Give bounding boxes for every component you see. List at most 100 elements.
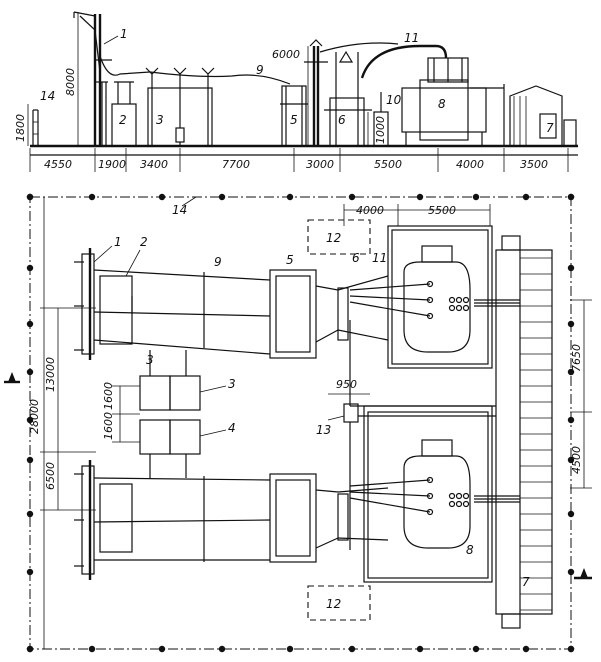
elev-label-5: 5 xyxy=(290,113,298,127)
elev-label-6: 6 xyxy=(338,113,346,127)
fence-post xyxy=(472,645,480,653)
plan-transformer-connections xyxy=(349,280,520,516)
elev-label-1: 1 xyxy=(120,27,128,41)
fence-post xyxy=(158,193,166,201)
elev-label-14: 14 xyxy=(40,89,55,103)
elev-dim-5500: 5500 xyxy=(374,158,402,171)
plan-label-5: 5 xyxy=(286,253,294,267)
elev-dim-3400: 3400 xyxy=(140,158,168,171)
fence-post xyxy=(567,645,575,653)
plan-label-7: 7 xyxy=(522,575,530,589)
plan-label-1: 1 xyxy=(114,235,122,249)
bushing xyxy=(462,500,470,508)
elev-label-10: 10 xyxy=(386,93,402,107)
fence-post xyxy=(26,320,34,328)
plan-label-9: 9 xyxy=(214,255,222,269)
plan-dim-4500: 4500 xyxy=(570,446,583,474)
bushing xyxy=(448,500,456,508)
plan-label-4: 4 xyxy=(228,421,236,435)
elev-dim-4550: 4550 xyxy=(44,158,72,171)
elevation-view: 4550 1900 3400 7700 3000 5500 4000 3500 … xyxy=(14,11,578,172)
fence-post xyxy=(26,368,34,376)
bushing xyxy=(448,296,456,304)
fence-post xyxy=(416,645,424,653)
fence-post xyxy=(286,645,294,653)
elev-dim-8000: 8000 xyxy=(64,68,77,96)
plan-feeder-upper xyxy=(74,248,389,360)
plan-dim-7650: 7650 xyxy=(570,344,583,372)
plan-transformer-bay-top xyxy=(387,225,493,369)
elev-dim-1800: 1800 xyxy=(14,114,27,142)
plan-apparatus-3-4 xyxy=(139,350,201,478)
elevation-block-6 xyxy=(324,50,372,147)
elevation-disconnector-2 xyxy=(111,81,137,147)
plan-section-marker-right xyxy=(574,568,592,580)
elev-label-3: 3 xyxy=(156,113,164,127)
elev-label-9: 9 xyxy=(256,63,264,77)
plan-reserve-area-12-bottom xyxy=(307,585,371,621)
fence-post xyxy=(348,645,356,653)
bushing xyxy=(462,304,470,312)
fence-post xyxy=(522,645,530,653)
plan-label-2: 2 xyxy=(140,235,148,249)
fence-post xyxy=(218,645,226,653)
plan-label-12-bottom: 12 xyxy=(326,597,341,611)
plan-dim-4000: 4000 xyxy=(356,204,384,217)
fence-post xyxy=(567,456,575,464)
elevation-block-10 xyxy=(373,92,389,147)
fence-post xyxy=(26,416,34,424)
bushing xyxy=(455,492,463,500)
fence-post xyxy=(567,264,575,272)
plan-label-6: 6 xyxy=(352,251,360,265)
fence-post xyxy=(567,368,575,376)
elevation-dimension-lines xyxy=(27,12,578,172)
bushing xyxy=(462,492,470,500)
bushing xyxy=(455,296,463,304)
elevation-fence xyxy=(32,109,39,146)
plan-view: 4000 5500 28000 13000 6500 1600 1600 xyxy=(4,193,592,653)
fence-post xyxy=(567,416,575,424)
plan-dim-950: 950 xyxy=(336,378,357,391)
plan-item-13 xyxy=(343,403,359,423)
elev-label-2: 2 xyxy=(119,113,127,127)
plan-label-11: 11 xyxy=(372,251,387,265)
plan-reserve-area-12-top xyxy=(307,219,371,255)
elevation-separator-3 xyxy=(145,67,215,147)
fence-post xyxy=(348,193,356,201)
elev-label-11: 11 xyxy=(404,31,419,45)
elev-label-7: 7 xyxy=(546,121,554,135)
bushing xyxy=(455,304,463,312)
plan-dim-1600-b: 1600 xyxy=(102,412,115,440)
elevation-connection-11 xyxy=(360,44,448,79)
bushing xyxy=(448,304,456,312)
bushing xyxy=(455,500,463,508)
plan-feeder-lower xyxy=(74,460,389,580)
elevation-busbar-9 xyxy=(149,71,291,85)
fence-post xyxy=(567,510,575,518)
fence-post xyxy=(567,568,575,576)
plan-label-3b: 3 xyxy=(228,377,236,391)
fence-post xyxy=(567,193,575,201)
fence-post xyxy=(26,456,34,464)
plan-label-13: 13 xyxy=(316,423,331,437)
plan-label-8: 8 xyxy=(466,543,474,557)
plan-left-dimensions xyxy=(40,197,140,649)
plan-dim-6500: 6500 xyxy=(44,462,57,490)
plan-dim-13000: 13000 xyxy=(44,357,57,392)
fence-post xyxy=(26,645,34,653)
elevation-gantry-1 xyxy=(73,11,151,146)
plan-top-dimensions xyxy=(343,204,491,226)
elev-dim-6000: 6000 xyxy=(272,48,300,61)
elev-dim-3500: 3500 xyxy=(520,158,548,171)
plan-label-14: 14 xyxy=(172,203,187,217)
elev-dim-7700: 7700 xyxy=(222,158,250,171)
plan-dim-5500: 5500 xyxy=(428,204,456,217)
fence-post xyxy=(26,193,34,201)
elevation-building-7 xyxy=(509,85,577,147)
elev-dim-3000: 3000 xyxy=(306,158,334,171)
plan-right-dimensions xyxy=(570,299,592,489)
plan-dim-1600-a: 1600 xyxy=(102,382,115,410)
plan-label-12-top: 12 xyxy=(326,231,341,245)
elev-dim-1900: 1900 xyxy=(98,158,126,171)
